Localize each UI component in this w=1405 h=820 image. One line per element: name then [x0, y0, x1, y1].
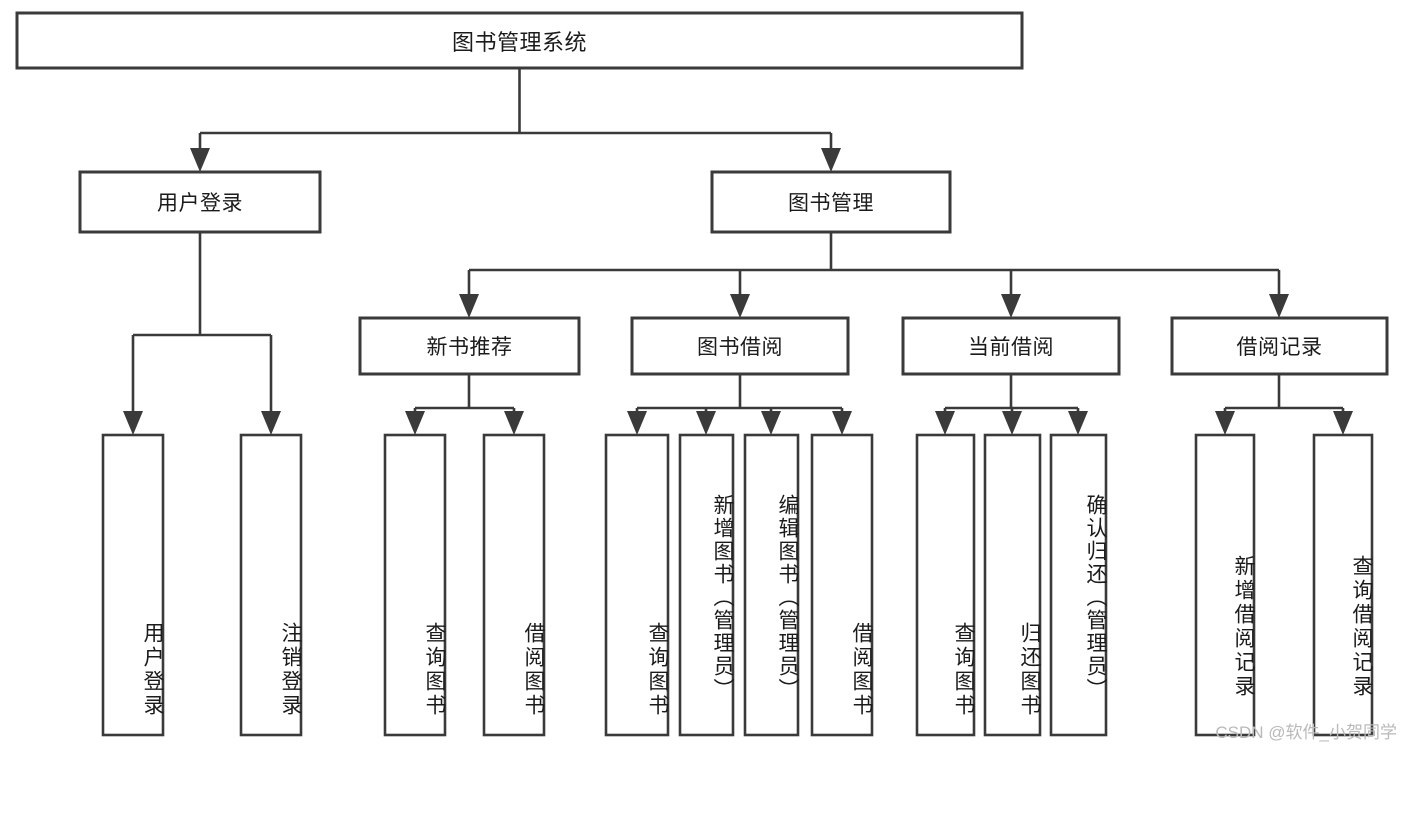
node-box-leaf-user-logout[interactable] [239, 433, 303, 737]
node-box-new-book-rec[interactable] [358, 316, 581, 376]
node-box-leaf-query-book-borrow[interactable] [604, 433, 670, 737]
node-box-leaf-return-book[interactable] [983, 433, 1042, 737]
node-box-user-login[interactable] [78, 170, 322, 234]
node-box-leaf-query-book-rec[interactable] [383, 433, 447, 737]
node-box-leaf-query-book-cur[interactable] [915, 433, 976, 737]
flowchart-svg [15, 11, 1389, 737]
node-box-leaf-query-record[interactable] [1312, 433, 1374, 737]
node-box-leaf-borrow-book-rec[interactable] [482, 433, 546, 737]
connector-borrowrecord-to-leaves [1215, 374, 1353, 435]
node-box-root[interactable] [15, 11, 1024, 70]
node-box-leaf-add-record[interactable] [1194, 433, 1256, 737]
node-box-book-borrow[interactable] [630, 316, 850, 376]
connector-bookmanage-to-level3 [459, 232, 1289, 318]
connector-currentborrow-to-leaves [935, 374, 1088, 435]
connector-userlogin-to-leaves [123, 232, 281, 435]
node-box-book-manage[interactable] [710, 170, 952, 234]
connector-newbook-to-leaves [405, 374, 524, 435]
node-box-current-borrow[interactable] [901, 316, 1121, 376]
node-box-leaf-borrow-book[interactable] [810, 433, 874, 737]
node-box-borrow-record[interactable] [1170, 316, 1389, 376]
diagram-canvas: 图书管理系统 用户登录 图书管理 新书推荐 图书借阅 当前借阅 借阅记录 用户登… [15, 11, 1397, 742]
node-box-leaf-add-book[interactable] [678, 433, 735, 737]
node-box-leaf-user-login[interactable] [101, 433, 165, 737]
connector-bookborrow-to-leaves [627, 374, 852, 435]
connector-root-to-level2 [190, 68, 841, 172]
node-box-leaf-confirm-return[interactable] [1049, 433, 1108, 737]
node-box-leaf-edit-book[interactable] [743, 433, 800, 737]
